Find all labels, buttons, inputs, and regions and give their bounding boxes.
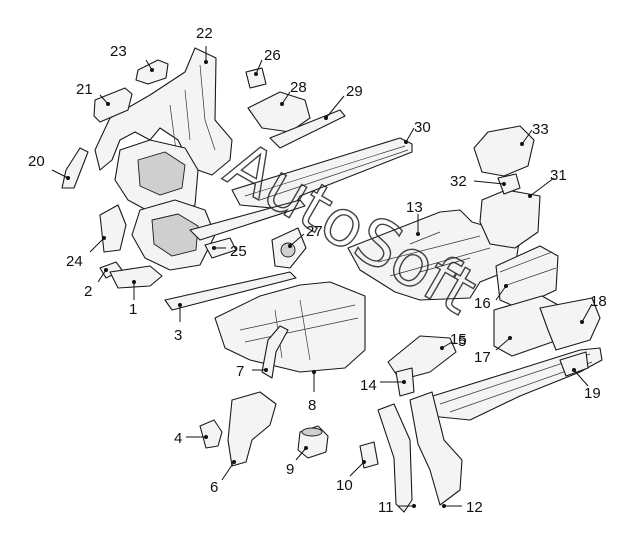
callout-25: 25 bbox=[230, 243, 247, 260]
part-19-rear-rail bbox=[419, 347, 603, 421]
callout-2: 2 bbox=[84, 283, 92, 300]
callout-21: 21 bbox=[76, 81, 93, 98]
callout-22: 22 bbox=[196, 25, 213, 42]
part-21-bracket bbox=[93, 87, 133, 123]
part-24-reinforcement bbox=[99, 204, 127, 253]
part-18-tray bbox=[539, 297, 601, 351]
callout-3: 3 bbox=[174, 327, 182, 344]
part-floor-rail bbox=[189, 199, 306, 241]
part-20-strip bbox=[61, 147, 89, 189]
part-28-panel bbox=[247, 91, 311, 133]
part-11-rail bbox=[377, 403, 413, 513]
callout-26: 26 bbox=[264, 47, 281, 64]
part-4-bracket bbox=[199, 419, 223, 449]
leader-lines bbox=[51, 46, 593, 508]
part-wheel-arch-housing bbox=[114, 139, 216, 271]
part-3-rail bbox=[164, 271, 297, 311]
callout-28: 28 bbox=[290, 79, 307, 96]
callout-7: 7 bbox=[236, 363, 244, 380]
callout-19: 19 bbox=[584, 385, 601, 402]
callout-18: 18 bbox=[590, 293, 607, 310]
part-16-block bbox=[495, 245, 559, 309]
part-31-tank bbox=[479, 189, 541, 249]
callout-15: 15 bbox=[450, 331, 467, 348]
part-10-bracket bbox=[359, 441, 379, 469]
part-7-duct bbox=[261, 325, 289, 379]
callout-24: 24 bbox=[66, 253, 83, 270]
callout-29: 29 bbox=[346, 83, 363, 100]
callout-labels: 1 2 3 4 5 6 7 8 9 10 11 12 13 14 15 16 1… bbox=[28, 25, 607, 516]
callout-27: 27 bbox=[306, 223, 323, 240]
part-27-clamp bbox=[271, 227, 307, 269]
part-30-sill bbox=[231, 137, 413, 211]
callout-23: 23 bbox=[110, 43, 127, 60]
callout-5: 5 bbox=[458, 333, 466, 350]
callout-17: 17 bbox=[474, 349, 491, 366]
callout-13: 13 bbox=[406, 199, 423, 216]
part-12-rail bbox=[409, 391, 463, 506]
callout-32: 32 bbox=[450, 173, 467, 190]
part-32-cap bbox=[497, 173, 521, 195]
callout-20: 20 bbox=[28, 153, 45, 170]
part-33-cover bbox=[473, 125, 535, 177]
callout-8: 8 bbox=[308, 397, 316, 414]
callout-10: 10 bbox=[336, 477, 353, 494]
part-9-mount bbox=[297, 425, 329, 459]
part-8-floor-pan bbox=[214, 281, 366, 373]
callout-30: 30 bbox=[414, 119, 431, 136]
part-26-bracket bbox=[245, 67, 267, 89]
callout-11: 11 bbox=[378, 499, 394, 516]
callout-14: 14 bbox=[360, 377, 377, 394]
callout-4: 4 bbox=[174, 430, 182, 447]
part-6-duct bbox=[227, 391, 277, 467]
callout-33: 33 bbox=[532, 121, 549, 138]
callout-31: 31 bbox=[550, 167, 567, 184]
part-1-plate bbox=[109, 265, 163, 289]
callout-16: 16 bbox=[474, 295, 491, 312]
callout-12: 12 bbox=[466, 499, 483, 516]
callout-6: 6 bbox=[210, 479, 218, 496]
callout-9: 9 bbox=[286, 461, 294, 478]
callout-1: 1 bbox=[129, 301, 137, 318]
